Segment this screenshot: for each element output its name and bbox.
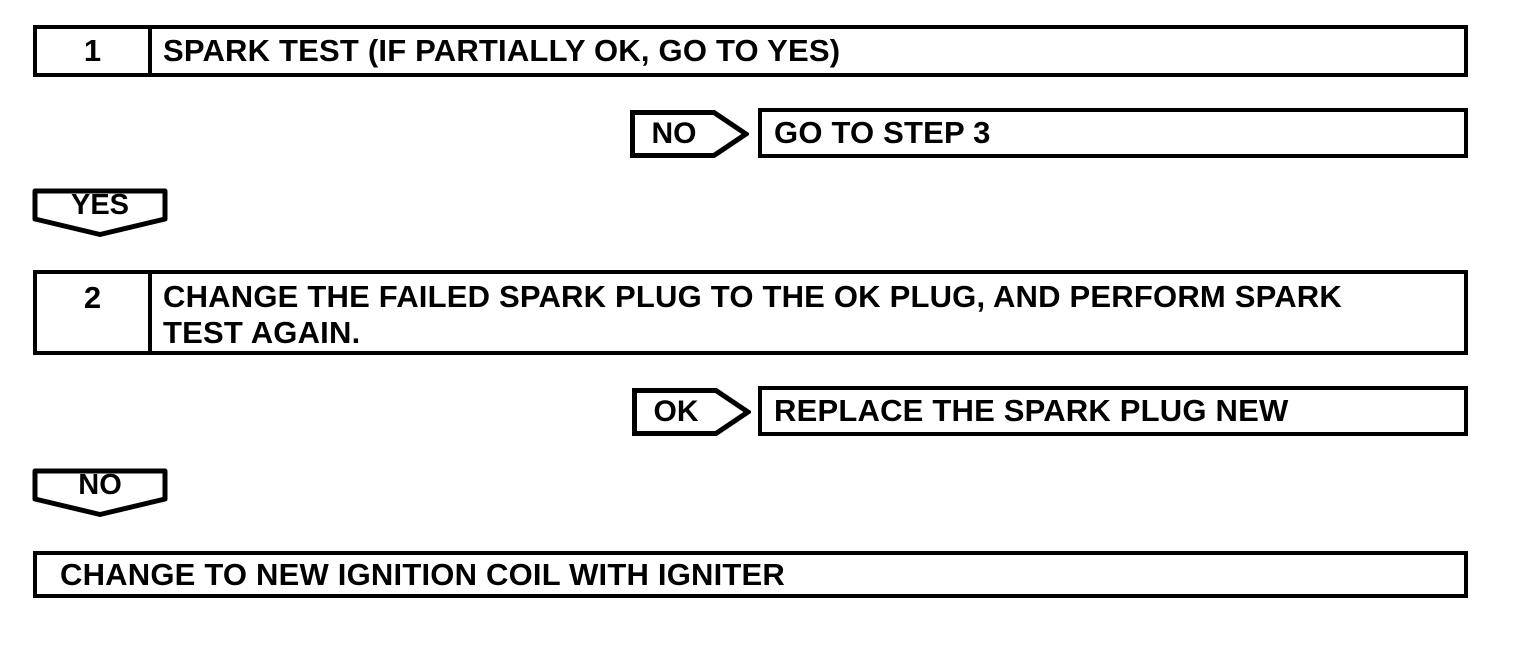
connector-no-tag: NO	[32, 468, 168, 518]
branch-2-action-box: REPLACE THE SPARK PLUG NEW	[758, 386, 1468, 436]
step-2-title: CHANGE THE FAILED SPARK PLUG TO THE OK P…	[152, 274, 1464, 351]
branch-1-action-text: GO TO STEP 3	[774, 115, 991, 150]
step-1-box: 1 SPARK TEST (IF PARTIALLY OK, GO TO YES…	[33, 25, 1468, 77]
branch-2-condition-label: OK	[653, 395, 699, 428]
pointer-pentagon-icon	[632, 388, 751, 436]
tag-chevron-icon	[32, 188, 168, 237]
pointer-pentagon-icon	[630, 110, 749, 158]
step-1-title: SPARK TEST (IF PARTIALLY OK, GO TO YES)	[152, 29, 1464, 73]
step-1-number: 1	[37, 29, 152, 73]
step-2-number: 2	[37, 274, 152, 351]
final-action-box: CHANGE TO NEW IGNITION COIL WITH IGNITER	[33, 551, 1468, 598]
connector-yes-tag: YES	[32, 188, 168, 238]
final-action-text: CHANGE TO NEW IGNITION COIL WITH IGNITER	[60, 556, 786, 592]
branch-1-condition-pointer: NO	[630, 110, 749, 158]
tag-chevron-icon	[32, 468, 168, 517]
step-2-title-text: CHANGE THE FAILED SPARK PLUG TO THE OK P…	[163, 279, 1342, 350]
step-1-title-text: SPARK TEST (IF PARTIALLY OK, GO TO YES)	[163, 33, 841, 68]
connector-no-label: NO	[78, 468, 122, 501]
branch-2-action-text: REPLACE THE SPARK PLUG NEW	[774, 393, 1289, 428]
branch-1-condition-label: NO	[651, 117, 697, 150]
connector-yes-label: YES	[70, 188, 130, 221]
step-2-box: 2 CHANGE THE FAILED SPARK PLUG TO THE OK…	[33, 270, 1468, 355]
branch-2-condition-pointer: OK	[632, 388, 751, 436]
branch-1-action-box: GO TO STEP 3	[758, 108, 1468, 158]
